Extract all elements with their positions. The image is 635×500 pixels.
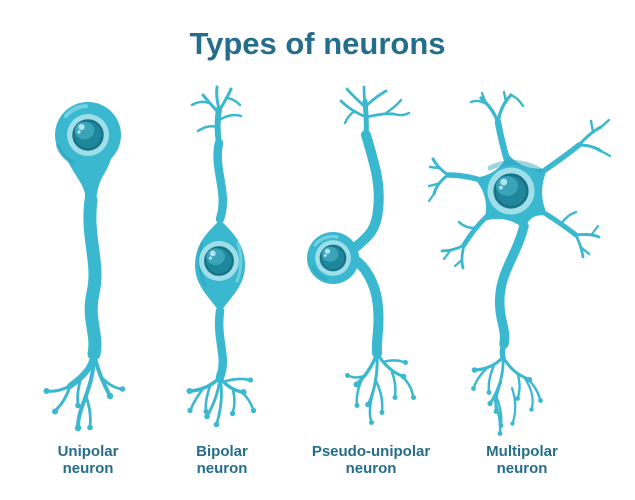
bipolar-nucleus <box>197 239 241 283</box>
unipolar-nucleus <box>65 112 111 158</box>
bipolar-axon-terminals <box>186 377 257 428</box>
pseudo-unipolar-nucleus <box>314 239 352 277</box>
bipolar-axon <box>189 306 255 425</box>
multipolar-axon-terminals <box>471 367 543 436</box>
unipolar-axon <box>46 193 123 428</box>
multipolar-neuron-illustration <box>427 90 612 436</box>
label-pseudo-unipolar-neuron: Pseudo-unipolar neuron <box>311 443 431 477</box>
label-unipolar-neuron: Unipolar neuron <box>57 443 119 477</box>
pseudo-unipolar-neuron-illustration <box>307 85 416 425</box>
unipolar-axon-terminals <box>43 386 126 432</box>
pseudo-unipolar-dendrites <box>339 85 411 138</box>
bipolar-dendrites <box>190 85 243 224</box>
pseudo-unipolar-axon-terminals <box>345 360 416 425</box>
label-bipolar-neuron: Bipolar neuron <box>196 443 248 477</box>
page-title: Types of neurons <box>189 26 446 61</box>
unipolar-neuron-illustration <box>43 102 126 432</box>
pseudo-unipolar-axon-branches <box>347 351 415 423</box>
multipolar-nucleus <box>486 166 536 216</box>
bipolar-neuron-illustration <box>186 85 257 428</box>
multipolar-axon <box>472 221 542 434</box>
label-multipolar-neuron: Multipolar neuron <box>486 443 558 477</box>
